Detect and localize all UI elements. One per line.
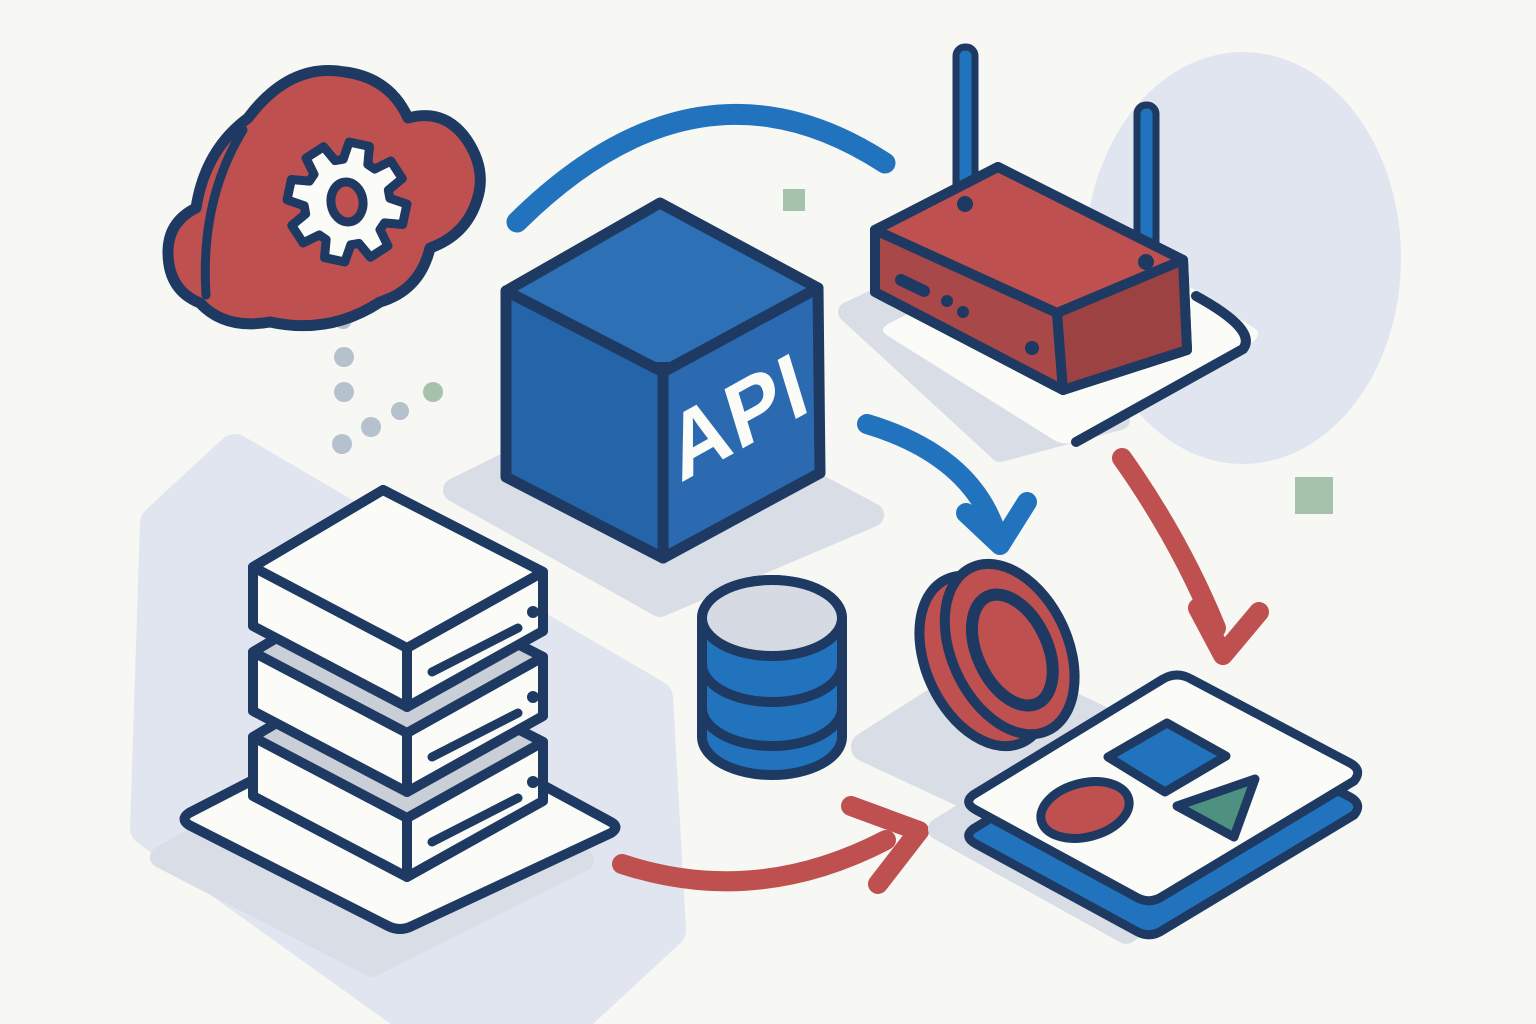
router-side-face	[1052, 255, 1192, 395]
database-top-face	[697, 575, 847, 661]
api-cube-right-face	[657, 282, 826, 564]
database-cylinder	[697, 575, 847, 780]
green-square-small-icon	[783, 189, 805, 211]
server-unit-top	[248, 485, 548, 712]
cloud-to-router-arc-arrow	[506, 103, 896, 233]
antenna-base-right-dot	[1138, 254, 1154, 270]
database-band-1	[697, 659, 847, 707]
router-port-dot	[1025, 341, 1039, 355]
dotted-trail-icon	[332, 311, 443, 454]
api-cube-corner-notch	[651, 362, 675, 382]
cloud-depth-line	[200, 125, 248, 300]
red-arrowhead-down-icon	[1188, 598, 1269, 665]
gear-center-hole	[326, 177, 368, 227]
api-to-token-arrow	[857, 414, 1037, 555]
board-triangle-icon	[1172, 774, 1260, 842]
wifi-router	[838, 43, 1258, 462]
router-to-board-arrow	[1112, 448, 1269, 665]
router-led-dot-1	[941, 295, 953, 307]
board-square-icon	[1103, 718, 1231, 797]
router-led-dash-icon	[895, 274, 930, 297]
router-platform-edge-line	[1071, 291, 1251, 447]
servers-to-board-arrow	[612, 796, 929, 894]
server-stack	[150, 485, 621, 977]
cloud-service	[162, 65, 486, 332]
green-square-large-icon	[1295, 477, 1333, 514]
red-arrowhead-right-icon	[841, 796, 929, 894]
api-cube: API	[500, 197, 826, 564]
antenna-base-left-dot	[957, 196, 973, 212]
coin-inner-ring	[965, 588, 1059, 712]
board-circle-icon	[1036, 777, 1134, 843]
database-band-2	[697, 703, 847, 751]
blue-arrowhead-icon	[956, 492, 1037, 555]
settings-gear-icon	[282, 137, 412, 267]
shapes-board	[928, 670, 1363, 944]
router-led-dot-2	[957, 306, 969, 318]
